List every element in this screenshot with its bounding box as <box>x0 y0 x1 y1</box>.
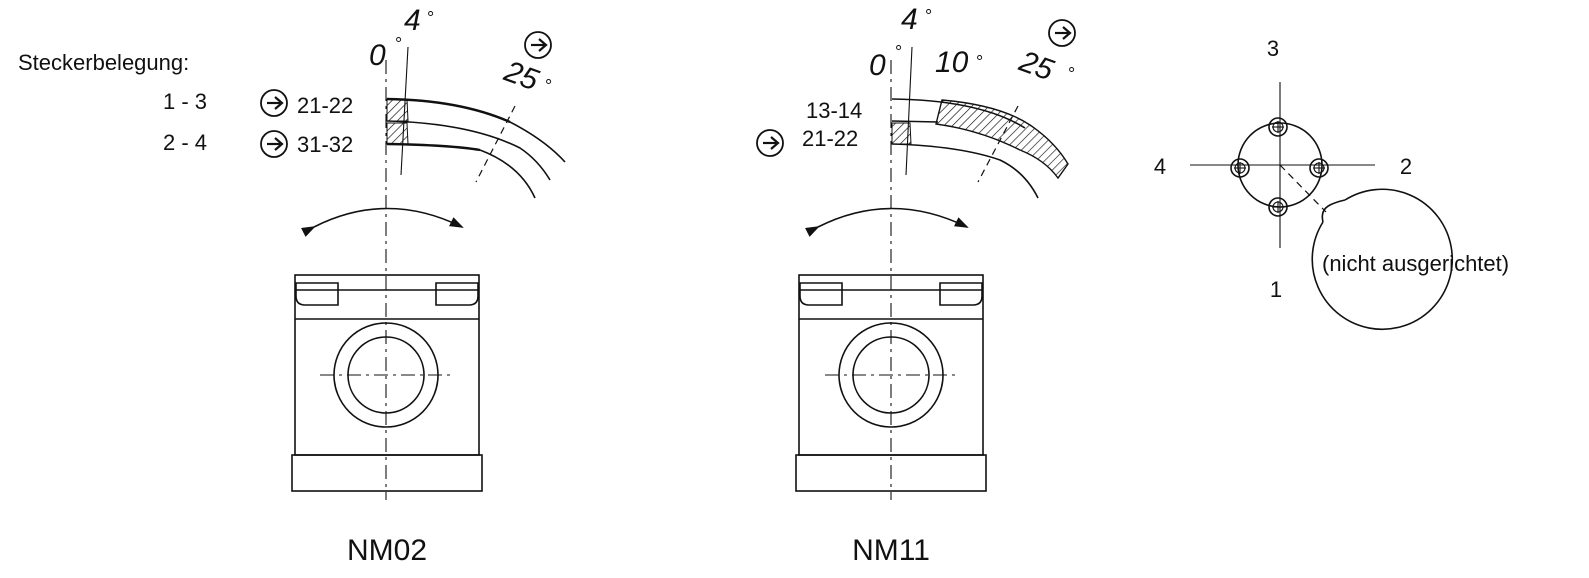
nm11-4deg-line <box>905 46 913 176</box>
legend-title: Steckerbelegung: <box>18 50 189 75</box>
nm11-angle-4: 4 <box>901 3 918 36</box>
nm11-diagram: 13-14 21-22 0 ° 4 ° 10 ° 25 ° <box>755 3 1077 567</box>
arrow-right-circle-icon <box>1047 18 1077 48</box>
pin-label-4: 4 <box>1154 154 1166 179</box>
connector-key-notch <box>1321 199 1346 223</box>
arrow-right-circle-icon <box>755 128 785 158</box>
svg-text:°: ° <box>545 76 552 96</box>
pin-label-2: 2 <box>1400 154 1412 179</box>
pin-2 <box>1309 158 1329 178</box>
nm02-angle-25: 25 <box>499 54 543 97</box>
svg-text:°: ° <box>1068 64 1075 84</box>
svg-text:°: ° <box>427 8 434 28</box>
rotation-arrow-icon <box>301 207 464 237</box>
nm02-angle-4: 4 <box>404 4 421 37</box>
connector-note: (nicht ausgerichtet) <box>1322 251 1509 276</box>
nm11-angle-0: 0 <box>869 49 886 82</box>
nm02-hatch-top <box>386 98 409 122</box>
legend-pins-2: 2 - 4 <box>163 130 207 155</box>
pin-1 <box>1268 197 1288 217</box>
legend-pins-1: 1 - 3 <box>163 89 207 114</box>
svg-text:°: ° <box>395 34 402 54</box>
nm02-hatch-bottom <box>386 122 409 145</box>
nm02-25deg-line <box>475 105 516 183</box>
connector-outer-ring <box>1311 188 1453 330</box>
nm11-contact-top: 13-14 <box>806 98 862 123</box>
svg-text:°: ° <box>925 6 932 26</box>
pin-4 <box>1230 158 1250 178</box>
pin-3 <box>1268 117 1288 137</box>
nm02-diagram: 0 ° 4 ° 25 ° NM02 <box>291 4 566 567</box>
nm11-angle-25: 25 <box>1014 44 1058 87</box>
svg-text:°: ° <box>976 52 983 72</box>
nm11-label: NM11 <box>852 534 930 567</box>
nm02-housing <box>291 274 483 492</box>
pin-label-1: 1 <box>1270 277 1282 302</box>
pin-assignment-legend: Steckerbelegung: 1 - 3 2 - 4 21-22 31-32 <box>18 50 353 159</box>
arrow-right-circle-icon <box>523 30 553 60</box>
nm11-housing <box>795 274 987 492</box>
nm11-contact-bottom: 21-22 <box>802 126 858 151</box>
nm11-hatch-lower <box>891 122 912 145</box>
nm11-25deg-line <box>977 105 1019 183</box>
pin-label-3: 3 <box>1267 36 1279 61</box>
connector-pinout: 3 4 2 1 (nicht ausgerichtet) <box>1154 36 1509 330</box>
nm11-hatch-upper <box>935 99 1069 180</box>
arrow-right-circle-icon <box>259 88 289 118</box>
arrow-right-circle-icon <box>259 129 289 159</box>
nm02-label: NM02 <box>347 534 427 567</box>
legend-contacts-2: 31-32 <box>297 132 353 157</box>
nm11-angle-10: 10 <box>935 46 969 79</box>
legend-contacts-1: 21-22 <box>297 93 353 118</box>
nm02-angle-0: 0 <box>369 39 386 72</box>
svg-text:°: ° <box>895 42 902 62</box>
rotation-arrow-icon <box>805 207 969 237</box>
